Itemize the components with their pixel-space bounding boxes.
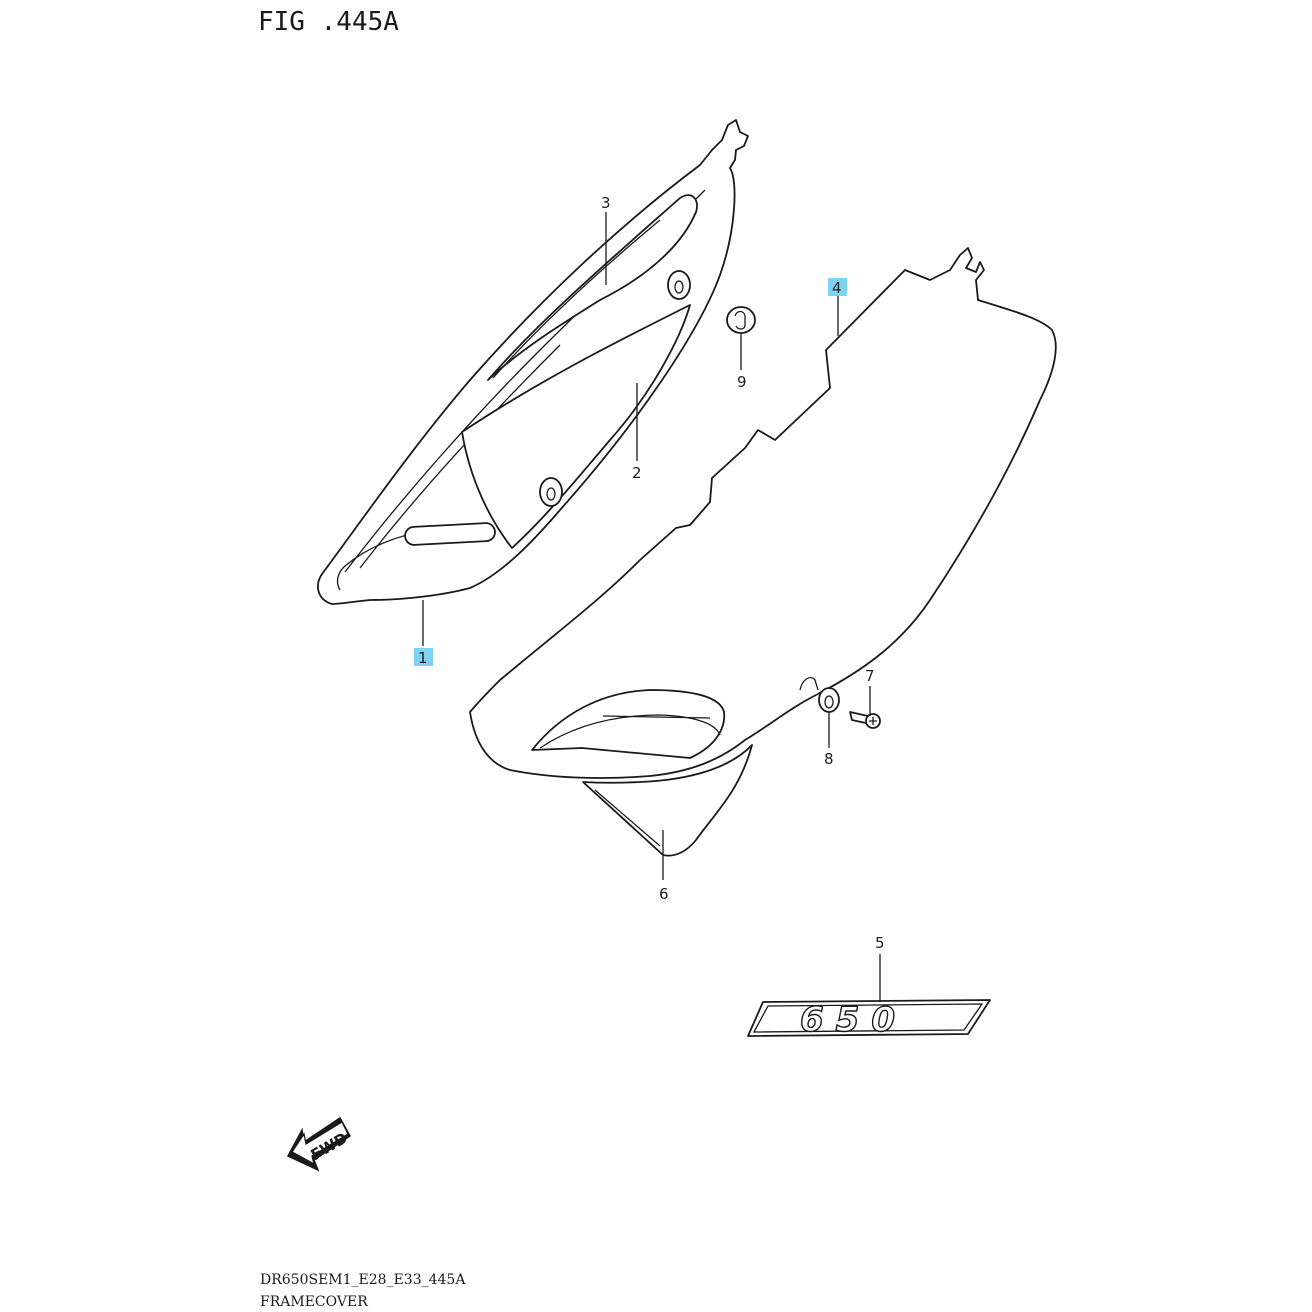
grommet-9[interactable]	[726, 306, 756, 334]
grommet-upper	[667, 270, 691, 300]
inner-panel[interactable]	[461, 270, 691, 549]
figure-name: FRAMECOVER	[260, 1294, 368, 1310]
grommet-lower	[539, 477, 563, 507]
figure-title: FIG .445A	[258, 7, 399, 37]
callout-6[interactable]: 6	[659, 885, 669, 903]
forward-direction-arrow: FWD	[286, 1116, 351, 1172]
callout-4-highlight	[828, 278, 847, 296]
emblem-650[interactable]: 650	[747, 999, 991, 1041]
right-frame-cover[interactable]	[469, 247, 1057, 779]
callouts: 1 2 3 4 5 6 7 8 9	[414, 194, 885, 952]
washer-8[interactable]	[818, 687, 840, 713]
figure-code: DR650SEM1_E28_E33_445A	[260, 1272, 466, 1288]
lower-cover[interactable]	[582, 744, 753, 857]
emblem-text: 650	[800, 1000, 907, 1040]
callout-8[interactable]: 8	[824, 750, 834, 768]
screw-7[interactable]	[849, 711, 881, 729]
callout-5[interactable]: 5	[875, 934, 885, 952]
callout-9[interactable]: 9	[737, 373, 747, 391]
leader-lines	[422, 212, 881, 1002]
callout-1[interactable]: 1	[418, 649, 428, 667]
callout-1-highlight	[414, 648, 433, 666]
callout-7[interactable]: 7	[865, 667, 875, 685]
upper-inner-panel[interactable]	[487, 194, 698, 381]
callout-4[interactable]: 4	[832, 279, 842, 297]
callout-3[interactable]: 3	[601, 194, 611, 212]
callout-2[interactable]: 2	[632, 464, 642, 482]
